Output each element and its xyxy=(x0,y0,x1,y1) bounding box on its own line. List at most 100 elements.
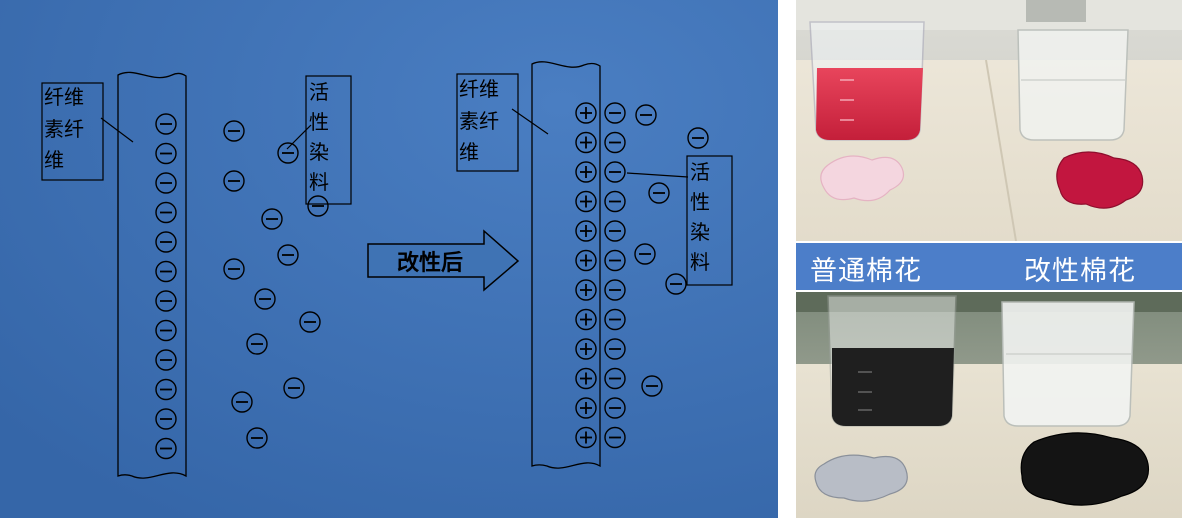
fiber-cation-after xyxy=(575,308,597,331)
fiber-anion-before xyxy=(155,113,177,135)
dye-anion-after xyxy=(634,243,656,265)
fiber-strip-before xyxy=(117,71,187,479)
dye-label-after-l2: 性 xyxy=(690,190,710,214)
bound-dye-anion-after xyxy=(604,190,626,213)
fiber-anion-before xyxy=(155,378,177,401)
fiber-charges-after xyxy=(575,102,597,449)
fiber-cation-after xyxy=(575,367,597,390)
dye-anion-after xyxy=(641,375,663,397)
fiber-cation-after xyxy=(575,279,597,301)
dye-label-before-l4: 料 xyxy=(309,170,329,194)
dye-anion-after xyxy=(635,104,657,126)
fiber-charges-before xyxy=(155,113,177,460)
fiber-anion-before xyxy=(155,142,177,165)
dye-label-after-l1: 活 xyxy=(690,160,710,184)
dye-anion-before xyxy=(261,208,283,230)
dye-anion-before xyxy=(254,288,276,310)
bound-dye-anion-after xyxy=(604,338,626,360)
beaker-black xyxy=(827,295,957,427)
dye-anion-after xyxy=(648,182,670,204)
schematic-diagram: 纤维 素纤 维 活 性 染 料 改性后 纤维 素纤 维 xyxy=(0,0,778,518)
fiber-cation-after xyxy=(575,338,597,360)
fiber-anion-before xyxy=(155,290,177,312)
fiber-cation-after xyxy=(575,131,597,154)
fiber-anion-before xyxy=(155,172,177,194)
dye-pointer-before xyxy=(286,124,312,150)
dye-anion-before xyxy=(277,244,299,266)
bound-dye-anion-after xyxy=(604,426,626,449)
dye-anion-before xyxy=(246,427,268,449)
diagram-canvas: 纤维 素纤 维 活 性 染 料 改性后 纤维 素纤 维 xyxy=(0,0,778,518)
dye-anion-before xyxy=(223,120,245,142)
dye-anion-before xyxy=(231,391,253,413)
fiber-label-box-after xyxy=(456,73,519,172)
photo-black-dye-comparison xyxy=(796,292,1182,518)
bound-dye-anion-after xyxy=(604,367,626,390)
cotton-deep-red xyxy=(1056,151,1144,209)
dye-label-before-l2: 性 xyxy=(309,110,329,134)
dye-label-after-l3: 染 xyxy=(690,220,710,244)
fiber-strip-after xyxy=(531,61,601,469)
counter-anions-after xyxy=(604,102,626,449)
fiber-anion-before xyxy=(155,408,177,430)
dye-anion-before xyxy=(299,311,321,333)
fiber-cation-after xyxy=(575,397,597,419)
fiber-cation-after xyxy=(575,190,597,213)
bound-dye-anion-after xyxy=(604,131,626,154)
photo-label-band: 普通棉花 改性棉花 xyxy=(796,243,1182,290)
photo-red-dye-comparison xyxy=(796,0,1182,241)
dye-label-after: 活 性 染 料 xyxy=(690,160,716,274)
cotton-black xyxy=(1020,432,1150,506)
free-dye-anions-after xyxy=(634,104,709,397)
fiber-label-before-l1: 纤维 xyxy=(44,85,84,109)
fiber-label-before: 纤维 素纤 维 xyxy=(44,85,90,172)
fiber-label-before-l2: 素纤 xyxy=(44,117,84,141)
cotton-pale-pink xyxy=(820,155,905,202)
dye-anion-before xyxy=(307,195,329,217)
fiber-anion-before xyxy=(155,319,177,342)
fiber-pointer-before xyxy=(100,117,134,143)
fiber-label-box-before xyxy=(41,82,104,181)
cotton-grey xyxy=(814,454,908,502)
bound-dye-anion-after xyxy=(604,397,626,419)
bound-dye-anion-after xyxy=(604,249,626,272)
bound-dye-anion-after xyxy=(604,161,626,183)
beaker-clear-after-red xyxy=(1017,29,1129,141)
dye-anion-after xyxy=(665,273,687,295)
dye-label-before-l3: 染 xyxy=(309,140,329,164)
dye-label-before: 活 性 染 料 xyxy=(309,80,335,194)
label-normal-cotton: 普通棉花 xyxy=(810,256,922,287)
fiber-cation-after xyxy=(575,161,597,183)
fiber-cation-after xyxy=(575,102,597,124)
fiber-anion-before xyxy=(155,201,177,224)
dye-anion-before xyxy=(277,142,299,164)
fiber-label-after-l1: 纤维 xyxy=(459,77,499,101)
label-modified-cotton: 改性棉花 xyxy=(1024,256,1136,287)
dye-anion-before xyxy=(283,377,305,399)
free-dye-anions-before xyxy=(223,120,329,449)
fiber-cation-after xyxy=(575,249,597,272)
arrow-shape xyxy=(367,229,520,292)
bound-dye-anion-after xyxy=(604,308,626,331)
dye-anion-after xyxy=(687,127,709,149)
fiber-label-before-l3: 维 xyxy=(44,148,64,172)
fiber-anion-before xyxy=(155,349,177,371)
fiber-label-after-l2: 素纤 xyxy=(459,109,499,133)
fiber-cation-after xyxy=(575,426,597,449)
fiber-label-after-l3: 维 xyxy=(459,140,479,164)
dye-label-box-before xyxy=(305,75,352,205)
fiber-anion-before xyxy=(155,260,177,283)
dye-anion-before xyxy=(223,258,245,280)
fiber-label-after: 纤维 素纤 维 xyxy=(459,77,505,164)
bound-dye-anion-after xyxy=(604,102,626,124)
fiber-anion-before xyxy=(155,231,177,253)
beaker-red xyxy=(809,21,925,141)
arrow-label: 改性后 xyxy=(397,250,463,276)
fiber-cation-after xyxy=(575,220,597,242)
dye-anion-before xyxy=(246,333,268,355)
dye-anion-before xyxy=(223,170,245,192)
photo-panel: 普通棉花 改性棉花 xyxy=(796,0,1182,518)
beaker-clear-after-black xyxy=(1001,301,1135,427)
dye-label-box-after xyxy=(686,155,733,286)
fiber-anion-before xyxy=(155,437,177,460)
